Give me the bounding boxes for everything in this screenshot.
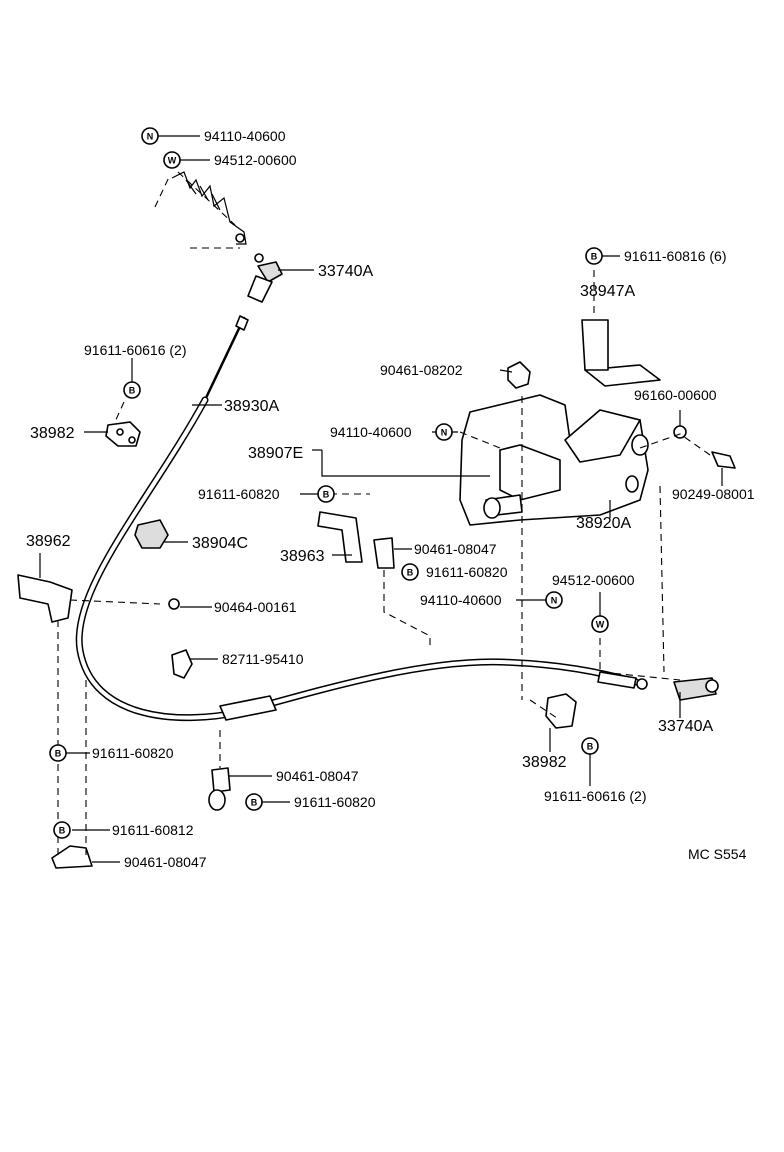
cable-end-33740a-top: [247, 253, 283, 303]
symbol-markers: N W B B N B B N W B B B B: [49, 127, 609, 839]
label-96160-00600: 96160-00600: [634, 387, 717, 403]
label-38947a: 38947A: [580, 283, 635, 300]
label-91611-60816-6: 91611-60816 (6): [624, 248, 726, 264]
svg-text:B: B: [591, 252, 598, 262]
label-94110-40600-mid: 94110-40600: [330, 424, 412, 440]
b-marker-60816-6: B: [585, 247, 603, 265]
label-38907e: 38907E: [248, 445, 303, 462]
label-94110-40600-top: 94110-40600: [204, 128, 286, 144]
cable-end-33740a-right: [673, 677, 719, 712]
label-91611-60820-d: 91611-60820: [294, 794, 376, 810]
small-parts: [17, 421, 577, 869]
label-38930a: 38930A: [224, 398, 279, 415]
label-82711-95410: 82711-95410: [222, 651, 304, 667]
svg-text:B: B: [323, 490, 330, 500]
label-94512-00600-right: 94512-00600: [552, 572, 635, 588]
label-94110-40600-right: 94110-40600: [420, 592, 502, 608]
part-labels: 94110-40600 94512-00600 33740A 91611-608…: [26, 128, 755, 870]
n-marker-right: N: [545, 591, 563, 609]
lever-linkage-top: [154, 171, 247, 249]
w-marker-top: W: [163, 151, 181, 169]
label-38982-right: 38982: [522, 754, 567, 771]
svg-text:N: N: [147, 132, 154, 142]
label-33740a-top: 33740A: [318, 263, 373, 280]
svg-text:B: B: [59, 826, 66, 836]
label-38963: 38963: [280, 548, 325, 565]
label-91611-60820-b: 91611-60820: [426, 564, 508, 580]
label-90461-08047-c: 90461-08047: [124, 854, 207, 870]
label-91611-60820-c: 91611-60820: [92, 745, 174, 761]
svg-text:N: N: [441, 428, 448, 438]
guide-lines: [57, 270, 711, 858]
parking-brake-cable: [75, 315, 648, 722]
b-marker-60616-right: B: [581, 737, 599, 755]
label-91611-60812: 91611-60812: [112, 822, 194, 838]
diagram-code: MC S554: [688, 846, 747, 862]
svg-text:B: B: [129, 386, 136, 396]
b-marker-60820-a: B: [317, 485, 335, 503]
label-38904c: 38904C: [192, 535, 248, 552]
label-90461-08047-a: 90461-08047: [414, 541, 497, 557]
label-38982-left: 38982: [30, 425, 75, 442]
label-90464-00161: 90464-00161: [214, 599, 297, 615]
b-marker-60820-d: B: [245, 793, 263, 811]
svg-text:W: W: [596, 620, 605, 630]
n-marker-top: N: [141, 127, 159, 145]
label-90461-08047-b: 90461-08047: [276, 768, 359, 784]
label-91611-60616-2-right: 91611-60616 (2): [544, 788, 646, 804]
svg-text:B: B: [407, 568, 414, 578]
svg-text:B: B: [251, 798, 258, 808]
label-94512-00600-top: 94512-00600: [214, 152, 297, 168]
label-91611-60820-a: 91611-60820: [198, 486, 280, 502]
b-marker-60820-b: B: [401, 563, 419, 581]
label-91611-60616-2-left: 91611-60616 (2): [84, 342, 186, 358]
b-marker-60812: B: [53, 821, 71, 839]
svg-text:N: N: [551, 596, 558, 606]
n-marker-mid: N: [435, 423, 453, 441]
svg-text:B: B: [587, 742, 594, 752]
svg-text:B: B: [55, 749, 62, 759]
label-90461-08202: 90461-08202: [380, 362, 463, 378]
w-marker-right: W: [591, 615, 609, 633]
label-33740a-right: 33740A: [658, 718, 713, 735]
svg-text:W: W: [168, 156, 177, 166]
b-marker-60616-left: B: [123, 381, 141, 399]
label-38962: 38962: [26, 533, 71, 550]
label-90249-08001: 90249-08001: [672, 486, 755, 502]
equalizer-bracket-assembly: [459, 319, 736, 526]
label-38920a: 38920A: [576, 515, 631, 532]
b-marker-60820-c: B: [49, 744, 67, 762]
